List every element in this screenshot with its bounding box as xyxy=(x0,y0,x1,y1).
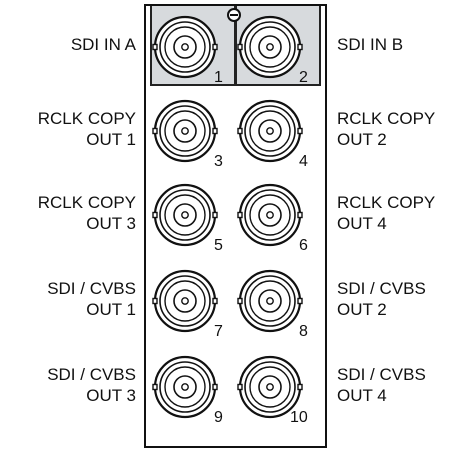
connector-label: RCLK COPY OUT 2 xyxy=(337,108,435,150)
connector-number: 8 xyxy=(299,323,308,340)
connector-label: SDI / CVBS OUT 1 xyxy=(47,278,136,320)
connector-label: SDI / CVBS OUT 2 xyxy=(337,278,426,320)
bnc-connector-2 xyxy=(237,14,303,80)
bnc-connector-9 xyxy=(152,354,218,420)
connector-number: 5 xyxy=(214,237,223,254)
connector-label-line: OUT 1 xyxy=(86,300,136,319)
connector-label-line: RCLK COPY xyxy=(337,109,436,128)
bnc-connector-6 xyxy=(237,182,303,248)
connector-label: SDI IN A xyxy=(71,34,136,55)
connector-label: SDI IN B xyxy=(337,34,403,55)
mounting-screw-icon xyxy=(227,8,241,22)
connector-label-line: OUT 4 xyxy=(337,214,387,233)
connector-label: SDI / CVBS OUT 3 xyxy=(47,364,136,406)
bnc-connector-icon xyxy=(152,269,218,333)
connector-number: 10 xyxy=(290,409,308,426)
connector-number: 4 xyxy=(299,153,308,170)
connector-label-line: OUT 4 xyxy=(337,386,387,405)
bnc-connector-5 xyxy=(152,182,218,248)
connector-label-line: OUT 3 xyxy=(86,386,136,405)
connector-number: 7 xyxy=(214,323,223,340)
bnc-connector-4 xyxy=(237,98,303,164)
bnc-connector-icon xyxy=(152,15,218,79)
bnc-connector-icon xyxy=(237,15,303,79)
connector-label-line: RCLK COPY xyxy=(37,193,136,212)
connector-label-line: OUT 2 xyxy=(337,300,387,319)
connector-label-line: SDI IN B xyxy=(337,35,404,54)
bnc-connector-icon xyxy=(152,355,218,419)
connector-label-line: SDI / CVBS xyxy=(337,365,426,384)
connector-label-line: RCLK COPY xyxy=(337,193,436,212)
connector-number: 3 xyxy=(214,153,223,170)
bnc-connector-10 xyxy=(237,354,303,420)
connector-label-line: OUT 3 xyxy=(86,214,136,233)
connector-label: RCLK COPY OUT 4 xyxy=(337,192,435,234)
bnc-connector-icon xyxy=(237,183,303,247)
bnc-connector-icon xyxy=(237,269,303,333)
connector-label-line: SDI / CVBS xyxy=(47,279,136,298)
connector-number: 2 xyxy=(299,69,308,86)
bnc-connector-icon xyxy=(237,99,303,163)
connector-number: 6 xyxy=(299,237,308,254)
bnc-connector-8 xyxy=(237,268,303,334)
bnc-connector-icon xyxy=(152,183,218,247)
connector-label: RCLK COPY OUT 3 xyxy=(38,192,136,234)
connector-label: SDI / CVBS OUT 4 xyxy=(337,364,426,406)
connector-label-line: SDI / CVBS xyxy=(47,365,136,384)
bnc-connector-7 xyxy=(152,268,218,334)
connector-number: 9 xyxy=(214,409,223,426)
connector-label: RCLK COPY OUT 1 xyxy=(38,108,136,150)
connector-label-line: SDI / CVBS xyxy=(337,279,426,298)
bnc-connector-icon xyxy=(237,355,303,419)
connector-label-line: RCLK COPY xyxy=(37,109,136,128)
connector-number: 1 xyxy=(214,69,223,86)
bnc-connector-icon xyxy=(152,99,218,163)
bnc-connector-3 xyxy=(152,98,218,164)
connector-label-line: SDI IN A xyxy=(70,35,136,54)
connector-label-line: OUT 2 xyxy=(337,130,387,149)
connector-label-line: OUT 1 xyxy=(86,130,136,149)
bnc-connector-1 xyxy=(152,14,218,80)
